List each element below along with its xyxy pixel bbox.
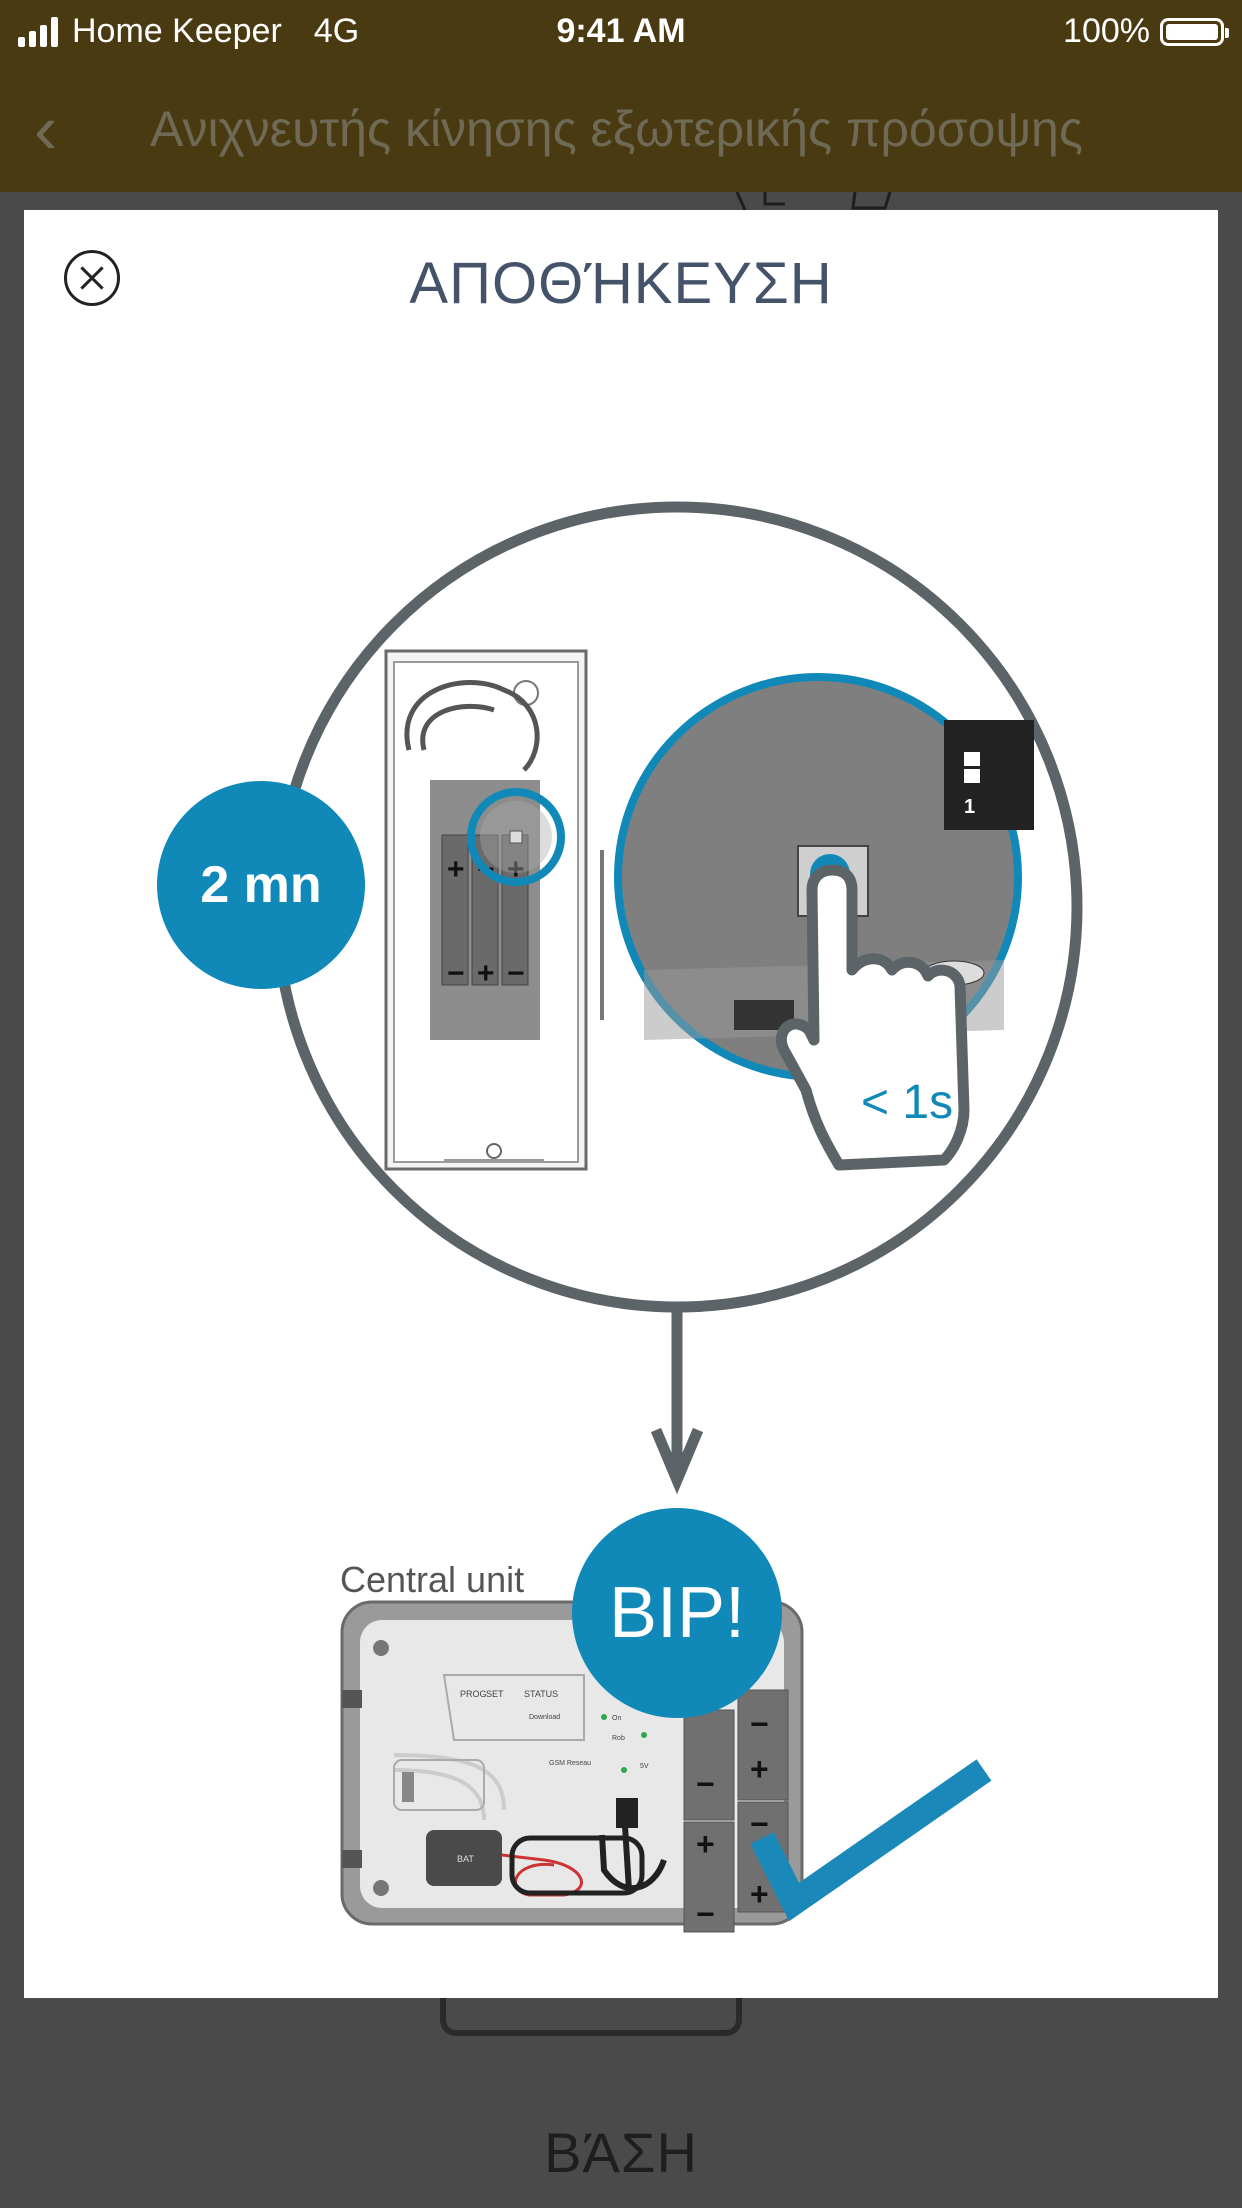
status-bar: Home Keeper 4G 9:41 AM 100% (0, 0, 1242, 64)
svg-text:SET: SET (486, 1689, 504, 1699)
svg-text:−: − (696, 1896, 715, 1932)
save-instruction-illustration: + − + − + − 1 < 1s (157, 501, 1083, 1933)
svg-text:−: − (750, 1706, 769, 1742)
svg-text:BAT: BAT (457, 1854, 474, 1864)
svg-text:+: + (477, 957, 495, 990)
svg-text:+: + (750, 1876, 769, 1912)
svg-text:2 mn: 2 mn (200, 856, 321, 914)
svg-text:−: − (507, 957, 525, 990)
modal-title: ΑΠΟΘΉΚΕΥΣΗ (409, 251, 833, 316)
background-illustration-peek (735, 192, 892, 210)
detector-device: + − + − + − (384, 649, 604, 1171)
svg-text:5V: 5V (640, 1763, 649, 1770)
svg-text:−: − (447, 957, 465, 990)
svg-text:Download: Download (529, 1714, 560, 1721)
bottom-section-label: ΒΆΣΗ (544, 2121, 698, 2184)
down-arrow (650, 1310, 704, 1495)
svg-text:Rob: Rob (612, 1735, 625, 1742)
svg-text:1: 1 (964, 796, 975, 818)
clock: 9:41 AM (556, 12, 686, 50)
back-chevron-icon[interactable]: ‹ (34, 90, 58, 168)
svg-text:BIP!: BIP! (609, 1573, 745, 1653)
svg-text:+: + (507, 853, 525, 886)
nav-bar: ‹ Ανιχνευτής κίνησης εξωτερικής πρόσοψης (0, 64, 1242, 192)
checkmark-icon (750, 1759, 992, 1922)
beep-badge: BIP! (572, 1508, 782, 1718)
close-icon[interactable] (64, 250, 120, 306)
svg-text:Central unit: Central unit (340, 1559, 524, 1600)
svg-text:On: On (612, 1715, 621, 1722)
instruction-modal: ΑΠΟΘΉΚΕΥΣΗ + − + − + − (24, 210, 1218, 1998)
zoom-detail: 1 < 1s (614, 673, 1034, 1171)
svg-text:STATUS: STATUS (524, 1689, 558, 1699)
svg-text:PROG: PROG (460, 1689, 487, 1699)
svg-text:+: + (696, 1826, 715, 1862)
battery-percent: 100% (1063, 12, 1150, 50)
signal-icon (18, 16, 58, 47)
svg-text:GSM Reseau: GSM Reseau (549, 1760, 591, 1767)
svg-text:−: − (750, 1806, 769, 1842)
network-type: 4G (313, 12, 360, 50)
svg-text:+: + (750, 1751, 769, 1787)
battery-icon (1160, 17, 1229, 46)
background-device-peek (440, 1998, 742, 2036)
duration-badge: 2 mn (157, 781, 365, 989)
svg-text:+: + (447, 853, 465, 886)
svg-text:< 1s: < 1s (861, 1076, 953, 1129)
svg-text:−: − (696, 1766, 715, 1802)
carrier-name: Home Keeper (72, 12, 282, 50)
page-title: Ανιχνευτής κίνησης εξωτερικής πρόσοψης (150, 101, 1083, 157)
